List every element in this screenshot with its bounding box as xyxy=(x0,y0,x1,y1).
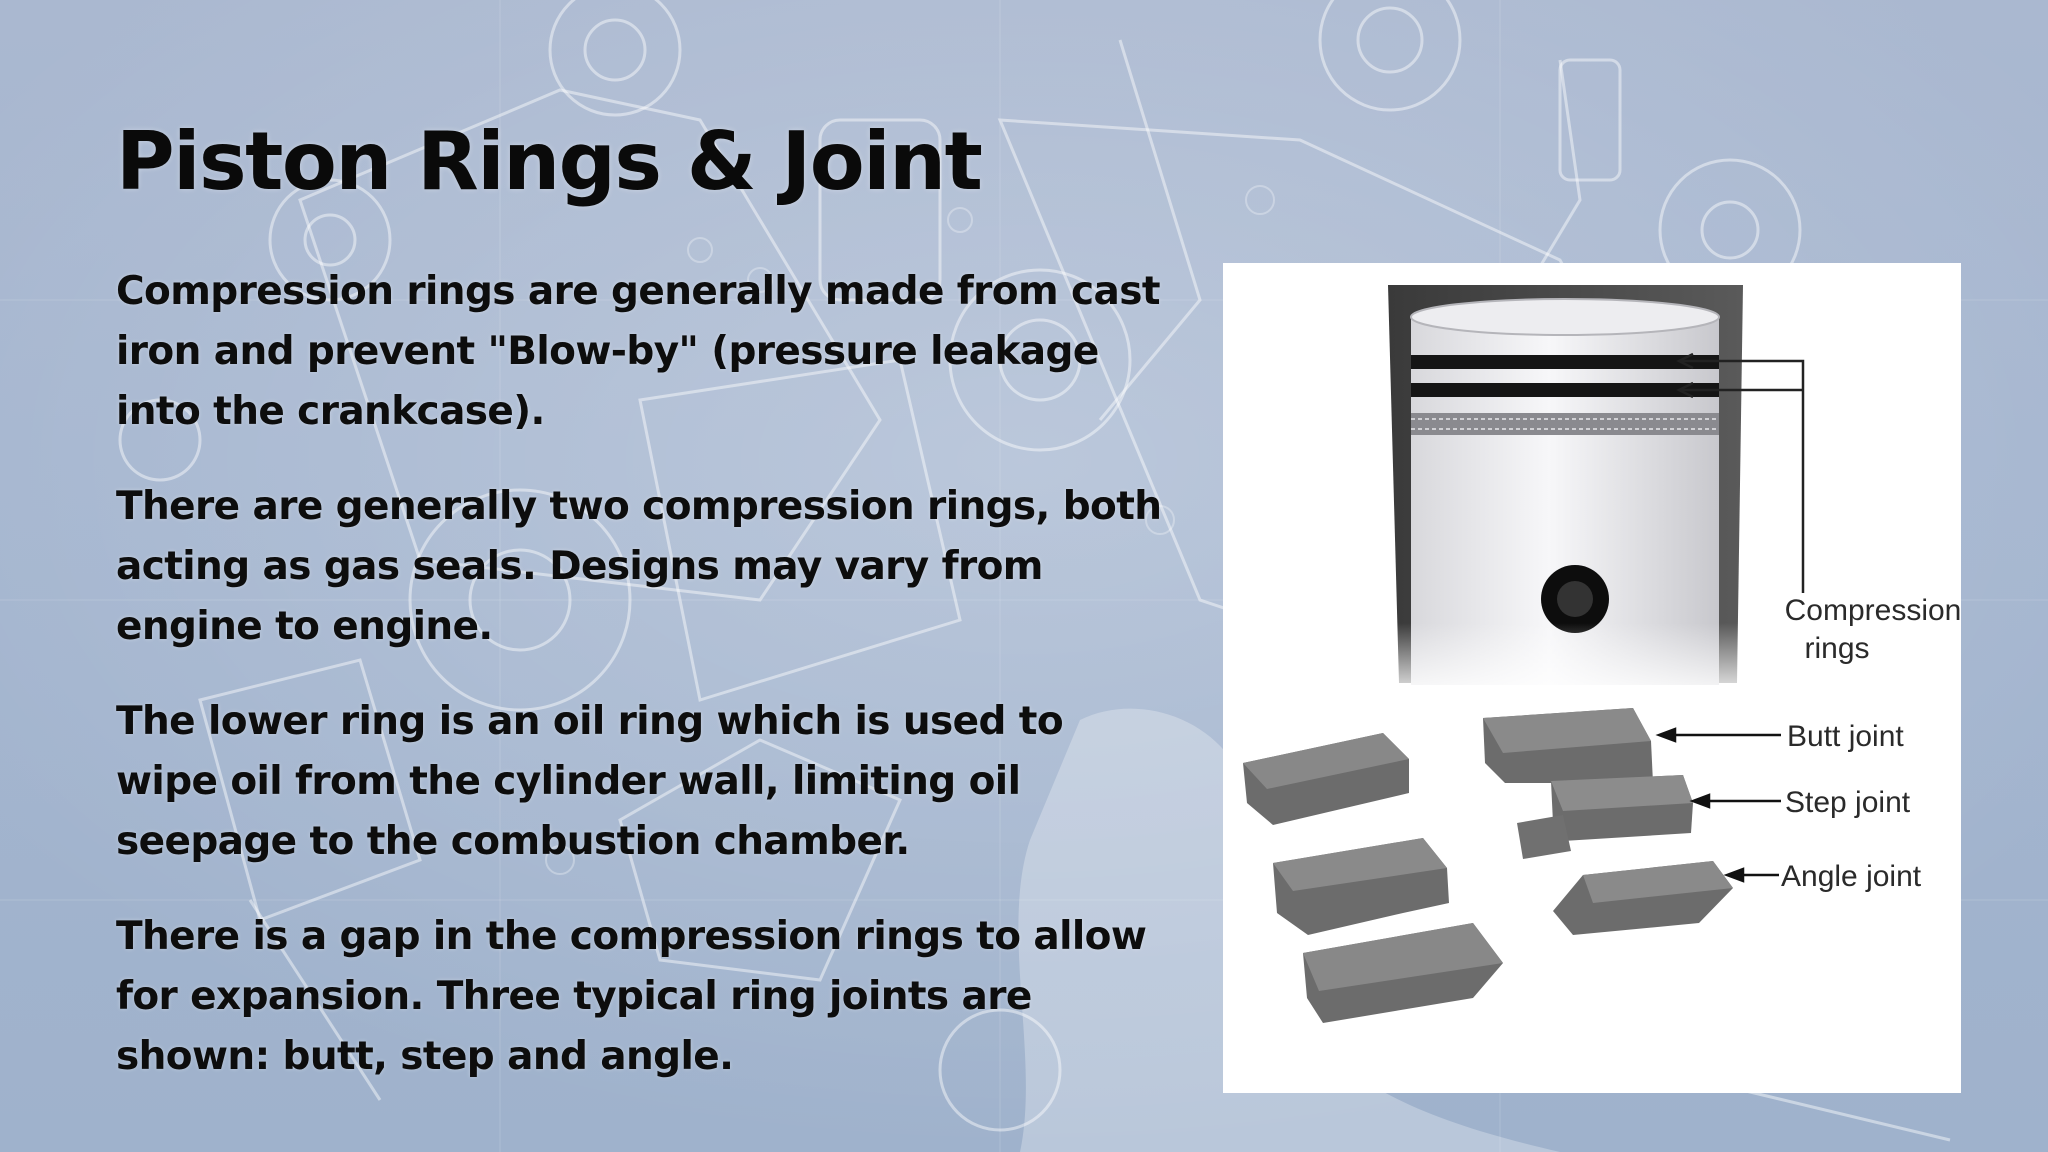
angle-joint-sample xyxy=(1303,861,1733,1023)
compression-ring-second xyxy=(1411,383,1719,397)
paragraph-compression-material: Compression rings are generally made fro… xyxy=(116,269,1161,434)
compression-rings-label-line2: rings xyxy=(1804,632,1869,665)
angle-joint-label: Angle joint xyxy=(1781,860,1922,893)
butt-joint-label: Butt joint xyxy=(1787,720,1904,753)
paragraph-two-rings: There are generally two compression ring… xyxy=(116,484,1162,649)
compression-rings-label-line1: Compression xyxy=(1785,594,1961,627)
piston-in-cylinder xyxy=(1388,285,1748,703)
oil-ring xyxy=(1411,413,1719,435)
step-joint-label: Step joint xyxy=(1785,786,1911,819)
compression-rings-pointer xyxy=(1676,352,1805,593)
butt-joint-sample xyxy=(1243,708,1653,825)
compression-ring-top xyxy=(1411,355,1719,369)
paragraph-ring-gap: There is a gap in the compression rings … xyxy=(116,914,1147,1079)
piston-rings-figure: Compression rings xyxy=(1223,263,1961,1093)
joint-pointers xyxy=(1655,727,1781,883)
slide-title: Piston Rings & Joint xyxy=(116,115,983,208)
paragraph-oil-ring: The lower ring is an oil ring which is u… xyxy=(116,699,1064,864)
step-joint-sample xyxy=(1273,775,1693,935)
